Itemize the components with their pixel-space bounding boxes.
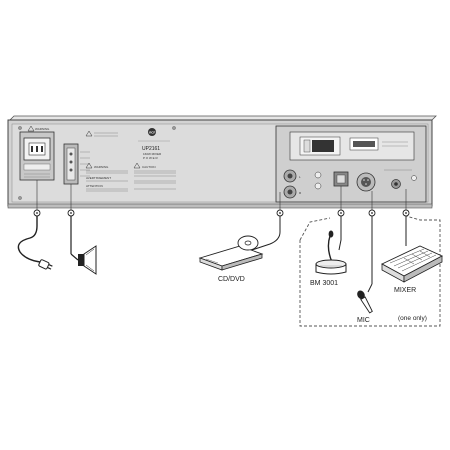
cd-dvd-player-icon xyxy=(198,235,264,271)
speaker-cable xyxy=(70,216,79,261)
model-name: UP2161 xyxy=(142,146,160,152)
rca-r-label: R xyxy=(299,191,302,195)
speaker-output-terminal[interactable] xyxy=(63,143,90,185)
leader-lines xyxy=(36,180,407,210)
model-subtitle: 160W MIXER xyxy=(143,152,162,156)
rcf-logo-icon xyxy=(148,128,156,136)
warning-label: WARNING xyxy=(94,165,109,169)
mixer-console-icon xyxy=(381,245,444,283)
caution-label: CAUTION xyxy=(142,165,156,169)
attention-label: ATTENTION xyxy=(86,184,103,188)
power-cord xyxy=(17,216,53,270)
rca-l-label: L xyxy=(299,175,301,179)
warning-labels: WARNING WARNING AVERTISSEMENT ATTENTION … xyxy=(27,125,176,192)
cd-dvd-label: CD/DVD xyxy=(218,276,245,283)
warning-title: WARNING xyxy=(35,127,50,131)
handheld-microphone-icon xyxy=(357,290,373,314)
paging-microphone-icon xyxy=(315,230,347,275)
input-panel: L R xyxy=(275,125,427,203)
power-plug-icon xyxy=(38,259,53,270)
brand-logo-text: RCF xyxy=(149,130,155,134)
avertissement-label: AVERTISSEMENT xyxy=(86,176,111,180)
optional-devices-box xyxy=(299,215,441,327)
brand-block: RCF UP2161 160W MIXER P O W E R xyxy=(138,128,170,160)
cd-dvd-cable xyxy=(245,216,281,253)
mixer-label: MIXER xyxy=(394,287,416,294)
connection-points xyxy=(33,209,410,217)
loudspeaker-icon xyxy=(78,245,97,275)
bm3001-label: BM 3001 xyxy=(310,280,338,287)
model-subtitle-2: P O W E R xyxy=(143,156,158,160)
one-only-note: (one only) xyxy=(398,315,427,322)
mains-socket[interactable] xyxy=(19,131,55,181)
mic-label: MIC xyxy=(357,317,370,324)
bm3001-cable xyxy=(338,216,342,251)
mic-cable xyxy=(367,216,373,293)
